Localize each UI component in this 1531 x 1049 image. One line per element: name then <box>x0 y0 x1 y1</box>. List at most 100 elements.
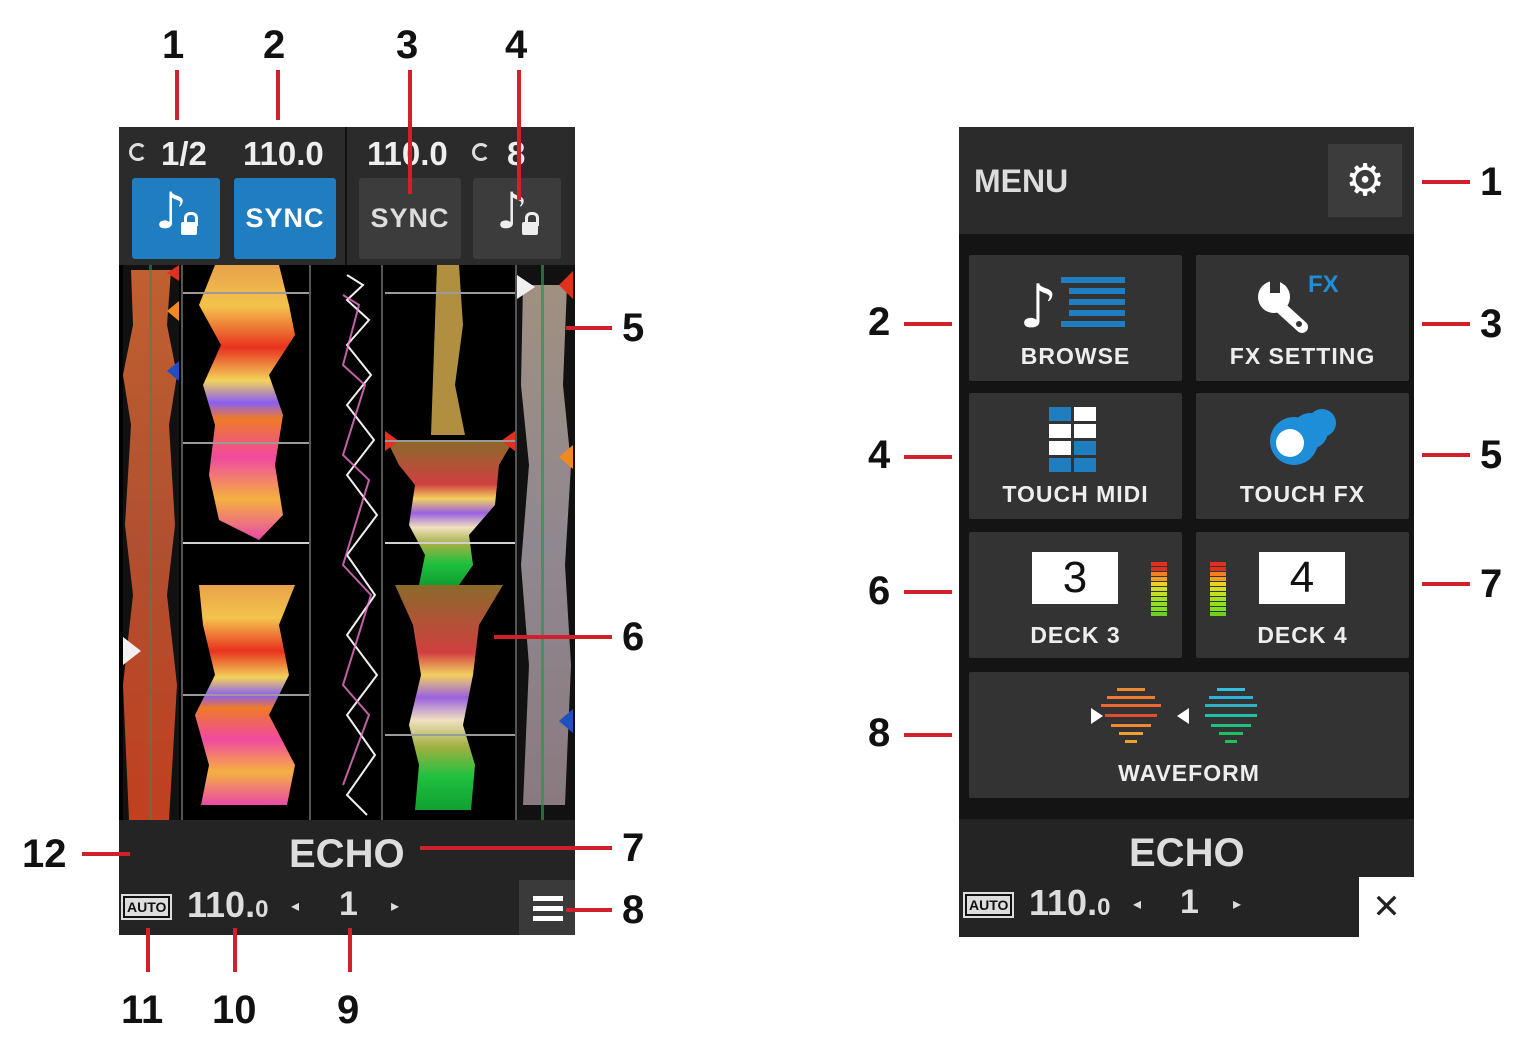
callout-line <box>904 733 952 737</box>
deck-4-tile[interactable]: 4 DECK 4 <box>1196 532 1409 658</box>
deck-3-tile[interactable]: 3 DECK 3 <box>969 532 1182 658</box>
callout-line <box>904 590 952 594</box>
note-lock-icon: ♪ <box>490 186 544 246</box>
close-button[interactable]: ✕ <box>1359 877 1414 937</box>
touch-fx-tile[interactable]: TOUCH FX <box>1196 393 1409 519</box>
callout-label: 9 <box>337 988 360 1032</box>
arrow-right-icon[interactable]: ▸ <box>391 896 400 915</box>
arrow-left-icon[interactable]: ◂ <box>1133 894 1142 913</box>
fx-bpm-decimal: 0 <box>1097 894 1111 921</box>
callout-line <box>348 928 352 972</box>
level-meter-icon <box>1151 562 1167 626</box>
touch-fx-icon <box>1270 409 1336 465</box>
callout-line <box>1422 582 1470 586</box>
fx-bpm: 110.0 <box>187 884 268 926</box>
deck-3-label: DECK 3 <box>1030 622 1121 648</box>
callout-line <box>82 852 130 856</box>
callout-line <box>904 322 952 326</box>
auto-badge[interactable]: AUTO <box>962 892 1015 918</box>
deck-4-number: 4 <box>1259 552 1345 604</box>
deck-divider <box>345 127 347 265</box>
callout-label: 10 <box>212 988 257 1032</box>
callout-label: 8 <box>868 711 891 755</box>
note-lock-icon: ♪ <box>149 186 203 246</box>
fx-setting-label: FX SETTING <box>1229 343 1376 369</box>
callout-label: 3 <box>396 23 419 67</box>
callout-line <box>233 928 237 972</box>
fx-setting-tile[interactable]: FX FX SETTING <box>1196 255 1409 381</box>
callout-label: 6 <box>622 615 645 659</box>
callout-line <box>1422 180 1470 184</box>
callout-label: 5 <box>622 306 645 350</box>
menu-icon <box>533 916 563 921</box>
waveform-graphic[interactable] <box>119 265 575 820</box>
callout-line <box>175 70 179 120</box>
beat-jump-left[interactable]: 1/2 <box>161 135 207 172</box>
fx-tag: FX <box>1308 271 1339 298</box>
level-meter-icon <box>1210 562 1226 626</box>
auto-badge[interactable]: AUTO <box>120 894 173 920</box>
callout-label: 5 <box>1480 433 1503 477</box>
callout-line <box>566 326 612 330</box>
callout-label: 8 <box>622 888 645 932</box>
callout-line <box>517 70 521 200</box>
waveform-label: WAVEFORM <box>1118 760 1260 786</box>
menu-button[interactable] <box>519 880 575 935</box>
deck-screen: 1/2 110.0 110.0 8 ♪ SYNC SYNC ♪ <box>119 127 575 935</box>
callout-line <box>1422 453 1470 457</box>
loop-icon <box>129 143 147 161</box>
callout-label: 1 <box>1480 160 1503 204</box>
touch-fx-label: TOUCH FX <box>1239 481 1366 507</box>
fx-name[interactable]: ECHO <box>1129 831 1245 875</box>
callout-line <box>408 70 412 194</box>
callout-line <box>420 846 612 850</box>
deck-4-label: DECK 4 <box>1257 622 1348 648</box>
waveform-icon <box>1091 688 1257 743</box>
callout-label: 2 <box>868 300 891 344</box>
deck-top-bar: 1/2 110.0 110.0 8 ♪ SYNC SYNC ♪ <box>119 127 575 265</box>
close-icon: ✕ <box>1372 887 1401 927</box>
callout-line <box>494 635 612 639</box>
browse-label: BROWSE <box>1020 343 1131 369</box>
key-lock-button-left[interactable]: ♪ <box>132 178 220 259</box>
fx-wrench-icon <box>1258 281 1308 333</box>
touch-midi-tile[interactable]: TOUCH MIDI <box>969 393 1182 519</box>
callout-line <box>276 70 280 120</box>
menu-title: MENU <box>974 163 1069 199</box>
callout-label: 4 <box>868 433 891 477</box>
bpm-left: 110.0 <box>243 135 324 172</box>
callout-label: 2 <box>263 23 286 67</box>
loop-icon <box>472 143 490 161</box>
callout-label: 3 <box>1480 302 1503 346</box>
menu-screen: MENU ⚙ ♪ BROWSE FX FX SETTING <box>959 127 1414 937</box>
fx-bpm: 110.0 <box>1029 882 1110 924</box>
fx-beat-value: 1 <box>1180 883 1199 921</box>
fx-beat-value: 1 <box>339 885 358 923</box>
browse-icon: ♪ <box>1019 272 1125 342</box>
waveform-tile[interactable]: WAVEFORM <box>969 672 1409 798</box>
callout-label: 11 <box>121 988 164 1032</box>
callout-label: 1 <box>162 23 185 67</box>
fx-bpm-decimal: 0 <box>255 896 269 923</box>
menu-icon <box>533 906 563 911</box>
fx-bpm-main: 110. <box>1029 882 1098 923</box>
sync-button-left[interactable]: SYNC <box>234 178 336 259</box>
settings-button[interactable]: ⚙ <box>1328 144 1402 217</box>
callout-line <box>1422 322 1470 326</box>
arrow-right-icon[interactable]: ▸ <box>1233 894 1242 913</box>
callout-label: 4 <box>505 23 528 67</box>
touch-midi-icon <box>1049 407 1096 472</box>
arrow-left-icon[interactable]: ◂ <box>291 896 300 915</box>
callout-label: 12 <box>22 832 67 876</box>
svg-text:♪: ♪ <box>1019 272 1057 342</box>
callout-label: 6 <box>868 569 891 613</box>
gear-icon: ⚙ <box>1345 154 1385 206</box>
fx-name[interactable]: ECHO <box>289 832 405 876</box>
callout-line <box>904 455 952 459</box>
deck-3-number: 3 <box>1032 552 1118 604</box>
browse-tile[interactable]: ♪ BROWSE <box>969 255 1182 381</box>
callout-label: 7 <box>622 826 645 870</box>
bpm-right: 110.0 <box>367 135 448 173</box>
waveform-display[interactable] <box>119 265 575 820</box>
menu-icon <box>533 896 563 901</box>
